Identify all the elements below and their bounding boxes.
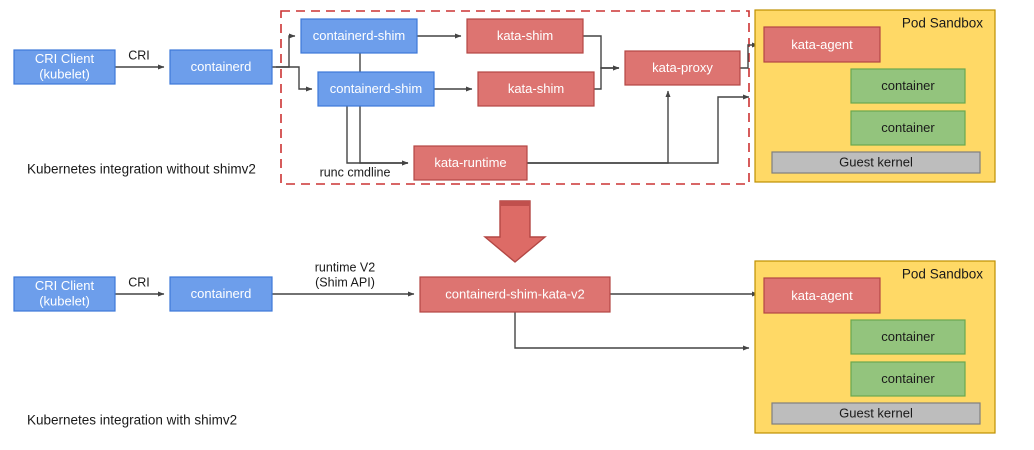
edge-containerd-to-shim2 (276, 66, 313, 92)
top-container-1-box[interactable] (850, 68, 966, 104)
bottom-cri-client-label-line1: CRI Client (35, 278, 95, 293)
bottom-container-2-box[interactable] (850, 361, 966, 397)
bottom-containerd-shim-kata-v2-box[interactable] (419, 276, 611, 313)
top-kata-agent-box[interactable] (763, 26, 881, 63)
bottom-runtime-v2-label-line1: runtime V2 (315, 260, 375, 274)
bottom-guest-kernel-box[interactable] (771, 402, 981, 425)
bottom-pod-sandbox-group: Pod Sandbox kata-agent container contain… (754, 260, 996, 434)
top-kata-shim-2-label: kata-shim (508, 81, 564, 96)
top-kata-shim-1-label: kata-shim (497, 28, 553, 43)
top-container-2-box[interactable] (850, 110, 966, 146)
top-container-1-label: container (881, 78, 935, 93)
bottom-cri-client-box[interactable] (13, 276, 116, 312)
top-cri-client-label-line1: CRI Client (35, 51, 95, 66)
top-containerd-shim-2-box[interactable] (317, 71, 435, 107)
top-kata-runtime-label: kata-runtime (434, 155, 506, 170)
top-pod-sandbox-group: Pod Sandbox kata-agent container contain… (754, 9, 996, 183)
top-containerd-box[interactable] (169, 49, 273, 85)
bottom-cri-edge-label: CRI (128, 275, 150, 289)
top-containerd-shim-2-label: containerd-shim (330, 81, 423, 96)
bottom-guest-kernel-label: Guest kernel (839, 405, 913, 420)
top-pod-sandbox-title: Pod Sandbox (902, 16, 983, 31)
top-containerd-label: containerd (191, 59, 252, 74)
transition-arrow-shape (483, 200, 547, 263)
bottom-containerd-label: containerd (191, 286, 252, 301)
top-containerd-shim-1-label: containerd-shim (313, 28, 406, 43)
top-kata-proxy-label: kata-proxy (652, 60, 713, 75)
bottom-containerd-shim-kata-v2-label: containerd-shim-kata-v2 (445, 286, 584, 301)
edge-shim2-to-runc-cmdline (346, 105, 409, 166)
top-diagram-caption: Kubernetes integration without shimv2 (27, 162, 256, 177)
edge-shim1-to-runc-cmdline (359, 53, 409, 166)
top-kata-shim-2-box[interactable] (477, 71, 595, 107)
top-containerd-shim-1-box[interactable] (300, 18, 418, 54)
top-cri-client-label-line2: (kubelet) (39, 66, 90, 81)
bottom-container-1-label: container (881, 329, 935, 344)
top-guest-kernel-box[interactable] (771, 151, 981, 174)
edge-bottom-shim-kata-v2-to-pod-sandbox (514, 312, 750, 351)
edge-kata-shim1-to-kata-proxy (583, 35, 620, 71)
top-kata-agent-label: kata-agent (791, 37, 853, 52)
bottom-cri-client-label-line2: (kubelet) (39, 293, 90, 308)
bottom-kata-agent-label: kata-agent (791, 288, 853, 303)
edge-kata-runtime-to-pod-sandbox (527, 94, 750, 164)
top-container-2-label: container (881, 120, 935, 135)
edge-kata-shim2-to-kata-proxy (594, 65, 620, 90)
top-kata-proxy-box[interactable] (624, 50, 741, 86)
shimv2-absent-group-boundary (280, 10, 750, 185)
bottom-container-1-box[interactable] (850, 319, 966, 355)
top-kata-runtime-box[interactable] (413, 145, 528, 181)
top-diagram-nodes: CRI Client (kubelet) containerd CRI cont… (13, 18, 741, 181)
top-cri-edge-label: CRI (128, 48, 150, 62)
edge-containerd-to-shim1 (272, 33, 296, 68)
transition-arrow-cap (500, 201, 530, 206)
bottom-kata-agent-box[interactable] (763, 277, 881, 314)
downward-transition-arrow (483, 200, 547, 263)
top-runc-cmdline-edge-label: runc cmdline (320, 165, 391, 179)
edge-kata-proxy-to-kata-agent (740, 42, 759, 69)
bottom-containerd-box[interactable] (169, 276, 273, 312)
bottom-container-2-label: container (881, 371, 935, 386)
bottom-diagram-nodes: CRI Client (kubelet) containerd CRI runt… (13, 260, 611, 313)
top-guest-kernel-label: Guest kernel (839, 154, 913, 169)
bottom-runtime-v2-label-line2: (Shim API) (315, 275, 375, 289)
top-kata-shim-1-box[interactable] (466, 18, 584, 54)
bottom-pod-sandbox-title: Pod Sandbox (902, 267, 983, 282)
top-cri-client-box[interactable] (13, 49, 116, 85)
bottom-diagram-caption: Kubernetes integration with shimv2 (27, 413, 237, 428)
